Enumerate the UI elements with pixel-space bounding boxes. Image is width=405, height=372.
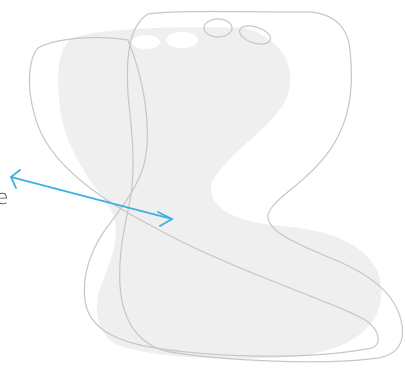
- filled-silhouette: [58, 27, 381, 358]
- partial-label: e: [0, 185, 8, 209]
- top-cutout-1: [132, 35, 160, 49]
- top-cutout-2: [166, 32, 198, 48]
